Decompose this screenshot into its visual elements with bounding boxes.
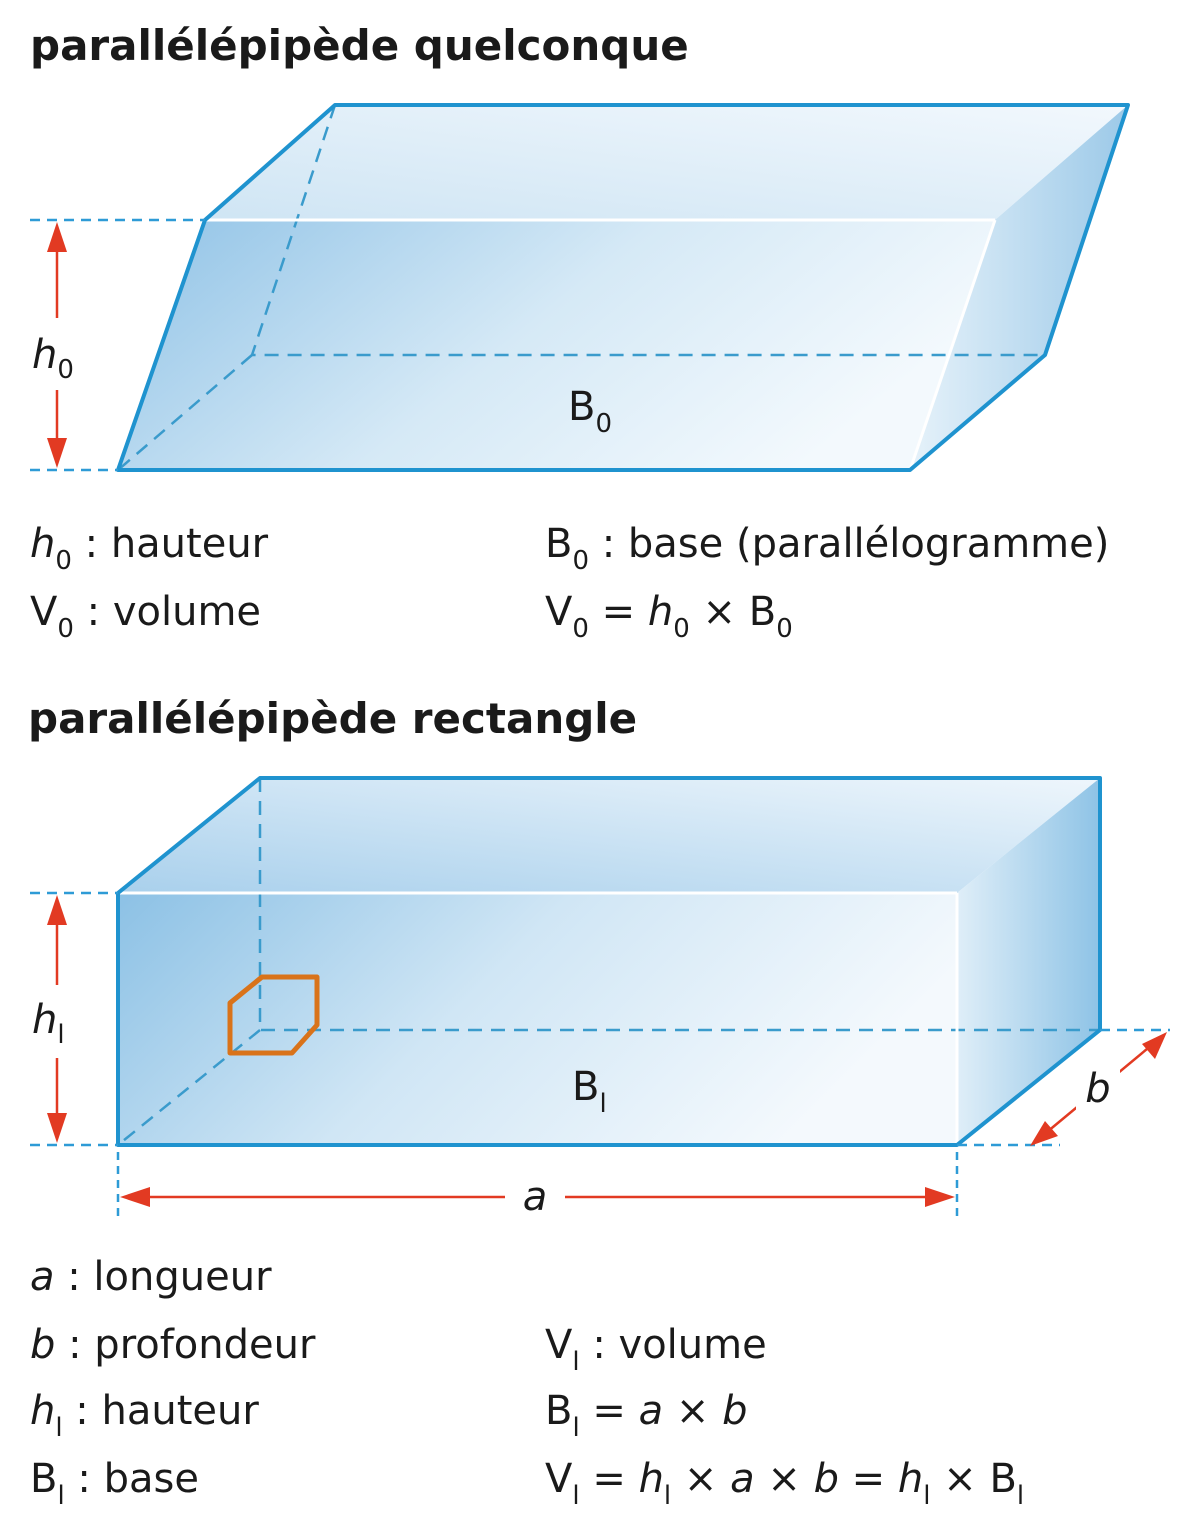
prism2-height-dimension: hl — [30, 891, 118, 1147]
depth-label-bg — [1076, 1062, 1120, 1114]
prism2-height-arrow-up — [47, 895, 67, 925]
legend-v1: Vl : volume — [545, 1322, 767, 1377]
prism2-hidden-edge-diag — [117, 1029, 261, 1146]
prism1-height-arrow-up — [47, 222, 67, 252]
prism2-hidden-edges — [258, 778, 1100, 1032]
prism2-height-arrow-down — [47, 1113, 67, 1143]
prism1-hidden-edge-diag — [117, 354, 253, 471]
legend-h0: h0 : hauteur — [30, 521, 269, 576]
length-label: a — [523, 1174, 548, 1220]
legend-h1: hl : hauteur — [30, 1388, 259, 1443]
prism1-side-front-edge — [908, 219, 997, 471]
section2-title: parallélépipède rectangle — [28, 694, 637, 743]
legend-b0: B0 : base (parallélogramme) — [545, 521, 1109, 576]
section1-title: parallélépipède quelconque — [30, 21, 689, 70]
formula-b1: Bl = a × b — [545, 1388, 748, 1443]
section2-legend: a : longueur b : profondeur hl : hauteur… — [30, 1254, 1024, 1511]
prism2-front-face — [118, 893, 957, 1145]
prism1-height-dimension: h0 — [30, 218, 205, 472]
prism1-base-label: B0 — [568, 384, 612, 439]
oblique-parallelepiped — [116, 103, 1130, 472]
depth-label: b — [1085, 1066, 1110, 1112]
prism1-height-arrow-down — [47, 438, 67, 468]
legend-v0: V0 : volume — [30, 589, 261, 644]
depth-arrow-top — [1142, 1032, 1167, 1059]
length-dimension: a — [116, 1152, 959, 1222]
prism1-height-label: h0 — [32, 332, 74, 385]
formula-v0: V0 = h0 × B0 — [545, 589, 793, 644]
prism2-base-label: Bl — [572, 1064, 607, 1119]
formula-v1: Vl = hl × a × b = hl × Bl — [545, 1456, 1024, 1511]
section1-legend: h0 : hauteur V0 : volume B0 : base (para… — [30, 521, 1109, 644]
legend-a: a : longueur — [30, 1254, 272, 1300]
length-arrow-left — [120, 1187, 150, 1207]
prism2-top-face — [118, 778, 1100, 893]
prism1-side-face — [910, 105, 1128, 470]
prism1-top-face — [205, 105, 1128, 220]
depth-dimension: b — [957, 1028, 1170, 1147]
depth-arrow-bottom — [1030, 1121, 1058, 1146]
length-arrow-right — [925, 1187, 955, 1207]
prism1-front-face — [118, 220, 995, 470]
prism2-side-face — [957, 778, 1100, 1145]
legend-b1: Bl : base — [30, 1456, 199, 1511]
rectangular-parallelepiped — [116, 776, 1102, 1147]
base-highlight-hexagon — [227, 974, 320, 1056]
prism2-height-label: hl — [32, 997, 65, 1050]
legend-b: b : profondeur — [30, 1322, 316, 1368]
